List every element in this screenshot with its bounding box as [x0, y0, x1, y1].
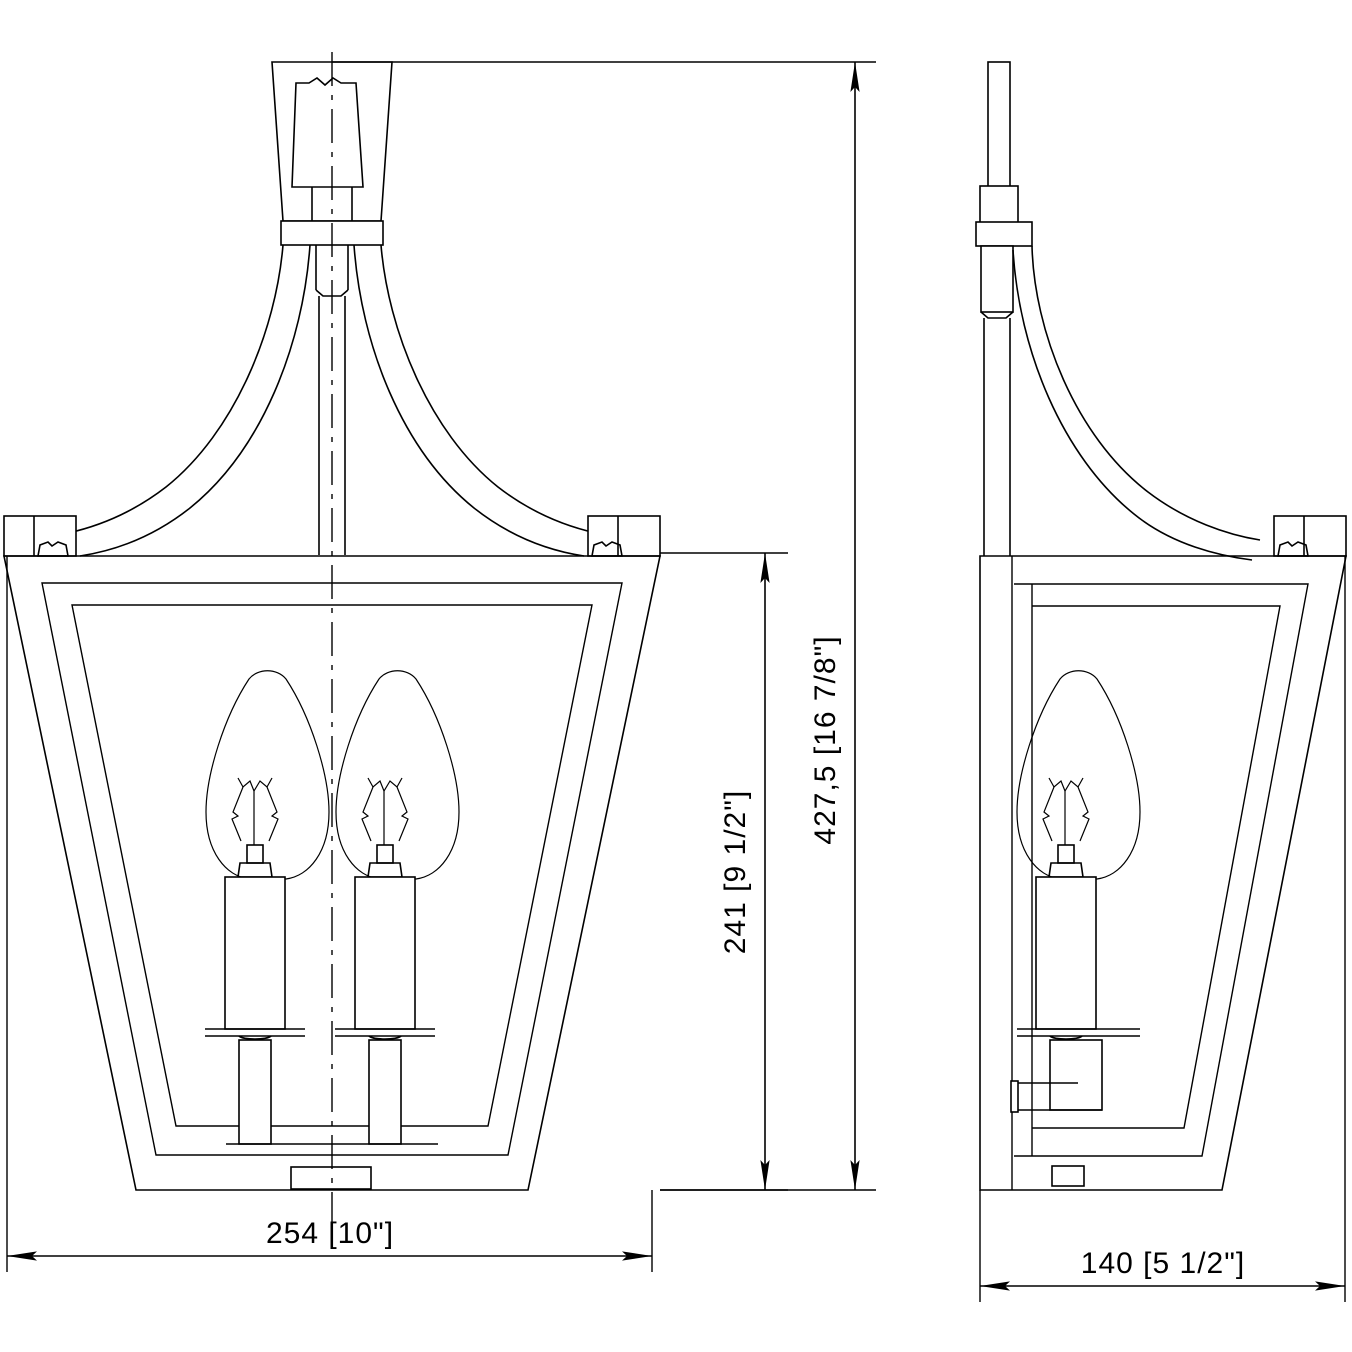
center-stem — [315, 245, 349, 555]
dimension-overall-height-label: 427,5 [16 7/8"] — [809, 635, 842, 844]
lantern-body-frame-3 — [71, 604, 593, 1127]
corner-bracket-left — [3, 515, 77, 557]
side-corner-bracket — [1273, 515, 1347, 557]
bottom-mounting-tab — [290, 1166, 372, 1190]
dimension-body-height-label: 241 [9 1/2"] — [719, 790, 752, 954]
side-candle-sleeve — [1017, 876, 1140, 1111]
side-bottom-tab — [1051, 1165, 1085, 1187]
corner-bracket-right — [587, 515, 661, 557]
candle-sleeve-left — [205, 876, 305, 1145]
front-view-group — [3, 52, 661, 1222]
side-wire-routing — [1010, 1080, 1102, 1113]
side-finial — [975, 61, 1033, 556]
side-candelabra-bulb — [1016, 670, 1141, 880]
curved-support-arms-left — [67, 244, 311, 557]
dimension-depth-label: 140 [5 1/2"] — [1081, 1247, 1245, 1280]
lantern-body-frame-2 — [41, 582, 623, 1156]
lantern-body-outer — [3, 555, 661, 1191]
dimension-width: 254 [10"] — [6, 556, 653, 1272]
candle-sleeve-right — [335, 876, 435, 1145]
side-view-group — [975, 61, 1347, 1191]
curved-support-arms-right — [353, 244, 597, 557]
dimension-width-label: 254 [10"] — [266, 1217, 394, 1250]
side-curved-arms — [1012, 245, 1261, 561]
dimension-depth: 140 [5 1/2"] — [979, 556, 1346, 1302]
dimension-overall-height: 427,5 [16 7/8"] — [332, 61, 876, 1191]
dimension-body-height: 241 [9 1/2"] — [660, 552, 788, 1191]
candelabra-bulb-left — [205, 670, 330, 880]
